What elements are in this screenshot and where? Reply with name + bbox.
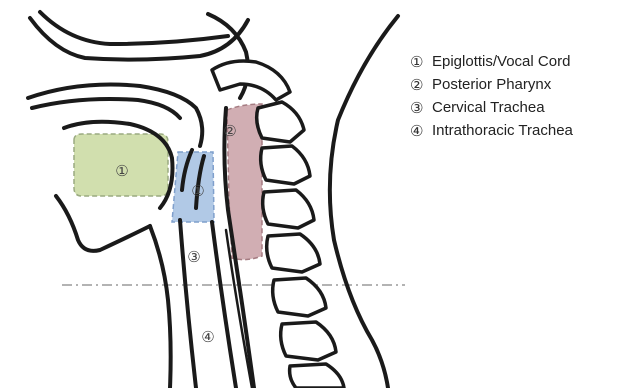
vertebra-c3 xyxy=(261,146,310,184)
nasal-roof-outline xyxy=(40,12,228,44)
region-4-marker: ④ xyxy=(201,328,214,346)
vertebra-c1 xyxy=(212,61,290,100)
legend-item: ③ Cervical Trachea xyxy=(410,96,642,119)
legend-item: ① Epiglottis/Vocal Cord xyxy=(410,50,642,73)
region-1-oral-marker: ① xyxy=(115,162,128,180)
legend-marker: ① xyxy=(410,53,432,71)
legend: ① Epiglottis/Vocal Cord ② Posterior Phar… xyxy=(410,50,642,142)
posterior-neck-outline xyxy=(330,16,398,388)
legend-item: ④ Intrathoracic Trachea xyxy=(410,119,642,142)
legend-label: Posterior Pharynx xyxy=(432,76,551,93)
legend-marker: ② xyxy=(410,76,432,94)
region-3-marker: ③ xyxy=(187,248,200,266)
legend-label: Epiglottis/Vocal Cord xyxy=(432,53,570,70)
vertebra-c6 xyxy=(273,278,326,316)
region-1-larynx-marker: ① xyxy=(191,182,204,200)
vertebra-c5 xyxy=(267,234,320,272)
trachea-anterior-wall xyxy=(180,220,196,388)
legend-item: ② Posterior Pharynx xyxy=(410,73,642,96)
chin-outline xyxy=(56,196,150,251)
legend-label: Cervical Trachea xyxy=(432,99,545,116)
legend-marker: ④ xyxy=(410,122,432,140)
vertebra-c2 xyxy=(257,102,304,142)
anterior-neck-outline xyxy=(150,226,171,388)
vertebra-t1 xyxy=(290,364,344,388)
legend-marker: ③ xyxy=(410,99,432,117)
palate-lower-outline xyxy=(32,99,180,118)
vertebra-c4 xyxy=(263,190,314,228)
vertebra-c7 xyxy=(281,322,336,360)
legend-label: Intrathoracic Trachea xyxy=(432,122,573,139)
region-2-marker: ② xyxy=(223,122,236,140)
